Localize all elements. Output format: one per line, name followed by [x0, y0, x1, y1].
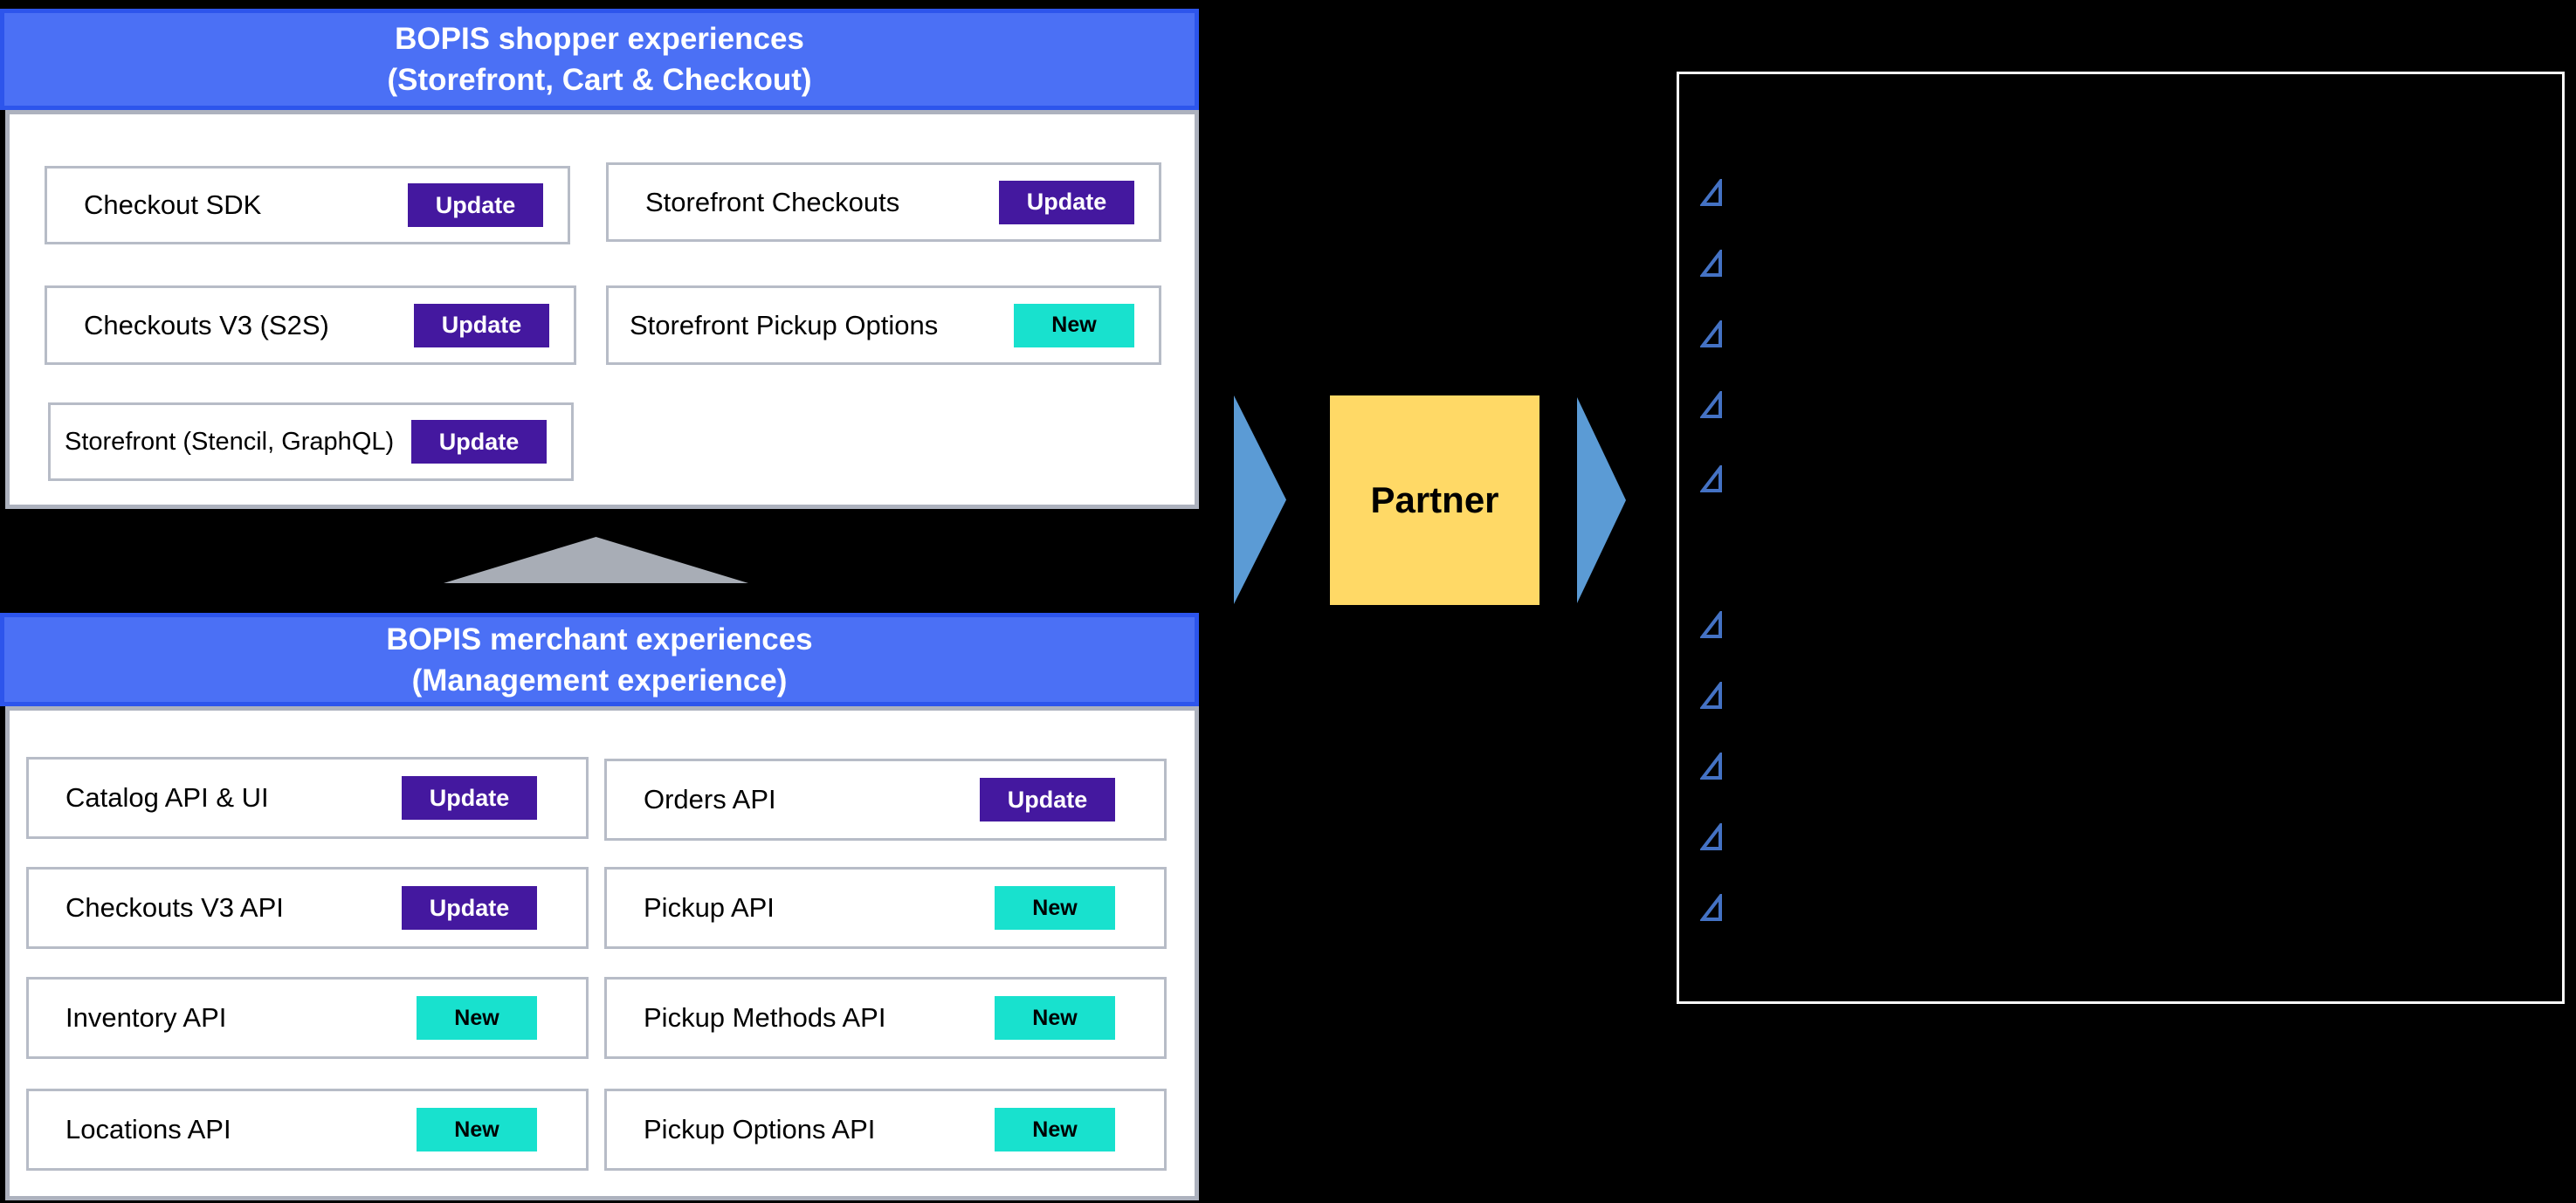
shopper-title-line1: BOPIS shopper experiences [395, 22, 804, 56]
card-label: Checkouts V3 (S2S) [84, 309, 329, 340]
card-pickup-methods-api: Pickup Methods API New [604, 977, 1167, 1059]
partner-label: Partner [1370, 479, 1499, 520]
partner-box: Partner [1330, 395, 1539, 605]
card-label: Orders API [644, 784, 776, 815]
card-label: Storefront Checkouts [645, 186, 900, 217]
update-badge: Update [411, 420, 547, 464]
triangle-bullet-icon [1698, 821, 1723, 851]
card-label: Checkout SDK [84, 189, 262, 220]
merchant-section-header: BOPIS merchant experiences (Management e… [0, 613, 1199, 706]
triangle-bullet-icon [1698, 318, 1723, 348]
right-output-panel [1677, 72, 2565, 1004]
card-label: Storefront Pickup Options [630, 309, 939, 340]
merchant-title-line1: BOPIS merchant experiences [386, 622, 813, 656]
card-label: Pickup Methods API [644, 1002, 886, 1033]
card-storefront-pickup-options: Storefront Pickup Options New [606, 285, 1161, 365]
update-badge: Update [980, 778, 1115, 821]
card-label: Pickup API [644, 892, 775, 923]
card-checkouts-v3-api: Checkouts V3 API Update [26, 867, 589, 949]
update-badge: Update [414, 303, 549, 347]
upward-triangle-connector [444, 537, 748, 583]
card-storefront-checkouts: Storefront Checkouts Update [606, 162, 1161, 242]
triangle-bullet-icon [1698, 679, 1723, 710]
new-badge: New [995, 996, 1115, 1040]
card-label: Inventory API [65, 1002, 227, 1033]
card-catalog-api-ui: Catalog API & UI Update [26, 757, 589, 839]
card-label: Catalog API & UI [65, 782, 269, 813]
right-arrow-icon [1234, 395, 1286, 604]
update-badge: Update [408, 183, 543, 227]
card-label: Pickup Options API [644, 1114, 876, 1145]
triangle-bullet-icon [1698, 463, 1723, 493]
card-label: Checkouts V3 API [65, 892, 284, 923]
right-arrow-icon [1577, 397, 1626, 603]
shopper-section-header: BOPIS shopper experiences (Storefront, C… [0, 9, 1199, 110]
card-locations-api: Locations API New [26, 1089, 589, 1171]
new-badge: New [1014, 303, 1134, 347]
update-badge: Update [402, 886, 537, 930]
new-badge: New [417, 996, 537, 1040]
new-badge: New [995, 1108, 1115, 1151]
triangle-bullet-icon [1698, 750, 1723, 780]
card-checkouts-v3-s2s: Checkouts V3 (S2S) Update [45, 285, 576, 365]
triangle-bullet-icon [1698, 176, 1723, 207]
shopper-title-line2: (Storefront, Cart & Checkout) [387, 63, 812, 97]
update-badge: Update [402, 776, 537, 820]
merchant-title-line2: (Management experience) [411, 663, 788, 698]
triangle-bullet-icon [1698, 388, 1723, 419]
card-pickup-options-api: Pickup Options API New [604, 1089, 1167, 1171]
triangle-bullet-icon [1698, 608, 1723, 639]
card-label: Locations API [65, 1114, 231, 1145]
card-checkout-sdk: Checkout SDK Update [45, 166, 570, 244]
new-badge: New [417, 1108, 537, 1151]
card-pickup-api: Pickup API New [604, 867, 1167, 949]
new-badge: New [995, 886, 1115, 930]
update-badge: Update [999, 180, 1134, 224]
card-orders-api: Orders API Update [604, 759, 1167, 841]
card-storefront-stencil-graphql: Storefront (Stencil, GraphQL) Update [48, 402, 574, 481]
card-inventory-api: Inventory API New [26, 977, 589, 1059]
triangle-bullet-icon [1698, 891, 1723, 922]
triangle-bullet-icon [1698, 247, 1723, 278]
card-label: Storefront (Stencil, GraphQL) [65, 427, 395, 456]
